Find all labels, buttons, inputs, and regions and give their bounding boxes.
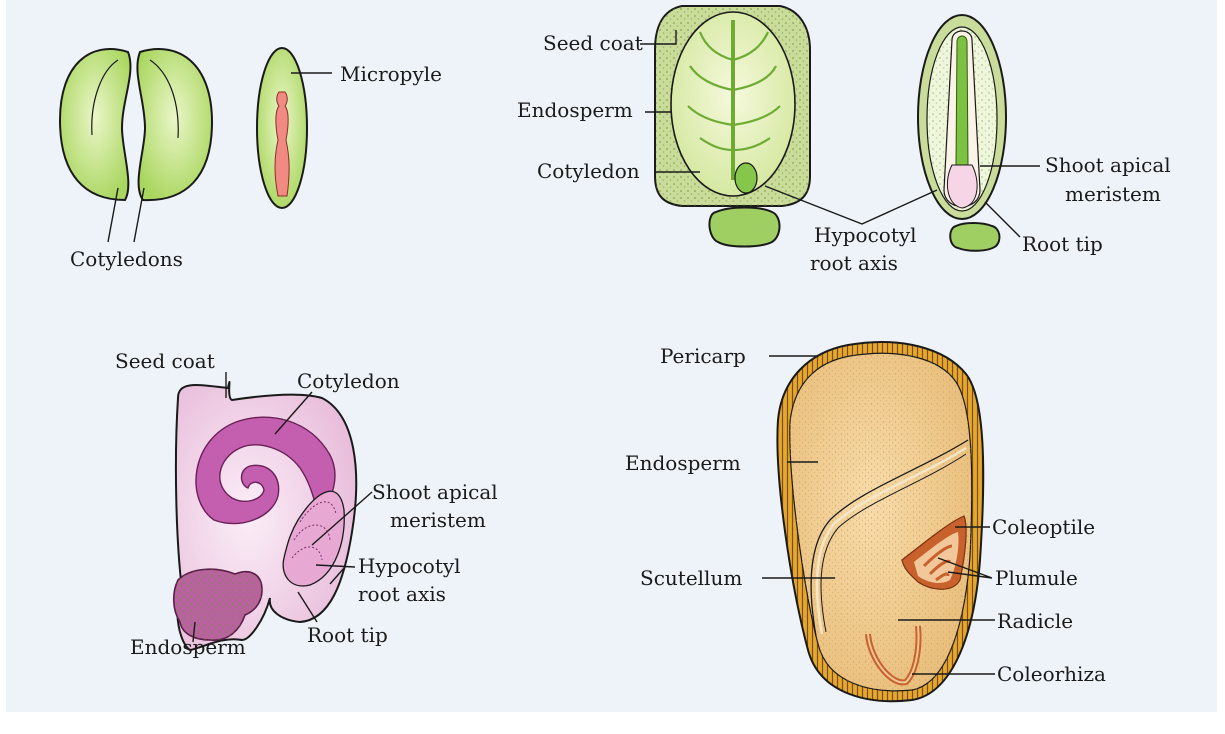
castor-seed-illustration: [655, 6, 810, 247]
label-castor-shoot-line1: Shoot apical: [1045, 153, 1171, 177]
label-maize-endosperm: Endosperm: [625, 451, 741, 475]
label-bean-shoot-line1: Shoot apical: [372, 480, 498, 504]
maize-grain-illustration: [777, 342, 983, 701]
label-castor-seed-coat: Seed coat: [543, 31, 643, 55]
label-bean-hypocotyl-line2: root axis: [358, 582, 446, 606]
label-maize-pericarp: Pericarp: [660, 344, 746, 368]
label-bean-cotyledon: Cotyledon: [297, 369, 400, 393]
label-bean-seed-coat: Seed coat: [115, 349, 215, 373]
label-bean-shoot-line2: meristem: [390, 508, 486, 532]
label-castor-shoot-line2: meristem: [1065, 182, 1161, 206]
label-bean-endosperm: Endosperm: [130, 635, 246, 659]
label-maize-radicle: Radicle: [997, 609, 1073, 633]
label-castor-endosperm: Endosperm: [517, 98, 633, 122]
label-castor-root-tip: Root tip: [1022, 232, 1103, 256]
label-cotyledons: Cotyledons: [70, 247, 183, 271]
bean-cotyledons-illustration: [60, 49, 212, 200]
label-maize-scutellum: Scutellum: [640, 566, 742, 590]
label-bean-hypocotyl-line1: Hypocotyl: [358, 554, 461, 578]
castor-seed-section-illustration: [918, 15, 1006, 251]
label-maize-coleoptile: Coleoptile: [992, 515, 1095, 539]
bean-seed-coiled-illustration: [174, 382, 356, 650]
label-micropyle: Micropyle: [340, 62, 442, 86]
label-castor-hypocotyl-line2: root axis: [810, 251, 898, 275]
label-maize-plumule: Plumule: [995, 566, 1078, 590]
label-bean-root-tip: Root tip: [307, 623, 388, 647]
label-castor-hypocotyl-line1: Hypocotyl: [814, 223, 917, 247]
label-maize-coleorhiza: Coleorhiza: [997, 662, 1106, 686]
label-castor-cotyledon: Cotyledon: [537, 159, 640, 183]
bean-embryo-illustration: [257, 48, 307, 208]
